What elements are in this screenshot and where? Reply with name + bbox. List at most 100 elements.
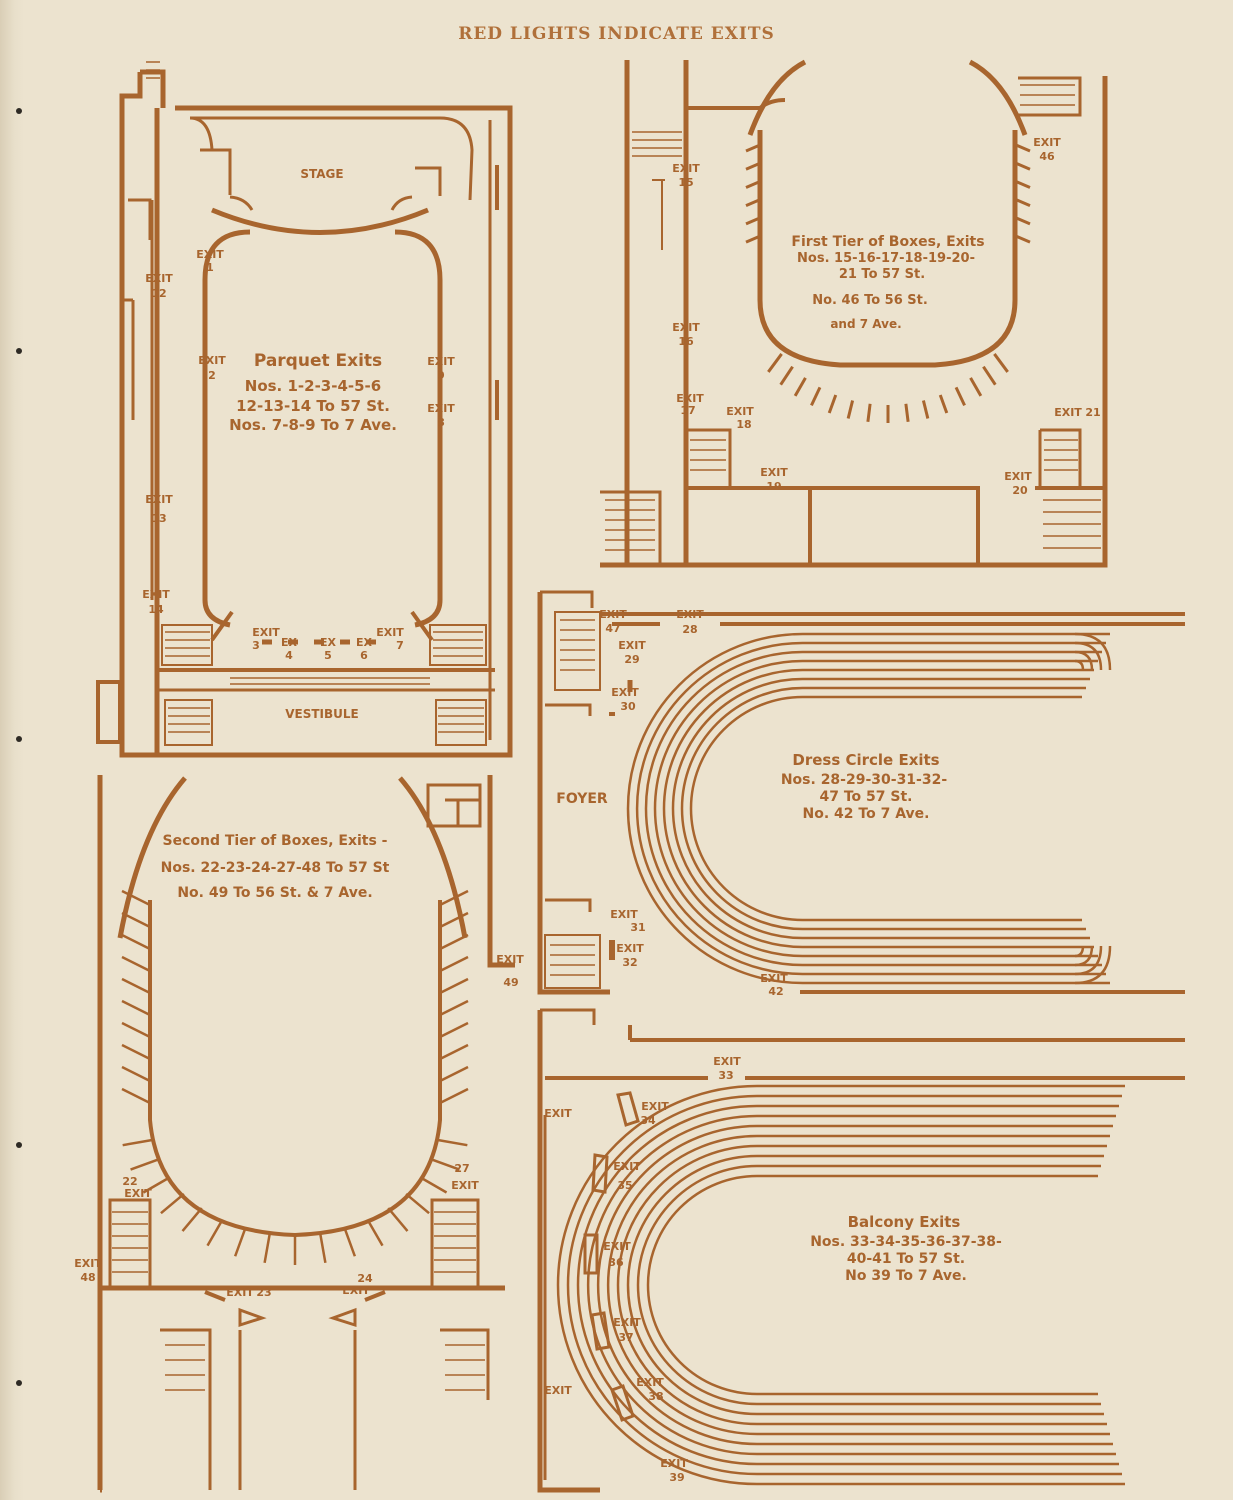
exit-number: 28 [682,623,697,636]
exit-label: EXIT [544,1384,572,1397]
first-tier-stair-hatching [605,84,1101,551]
parquet-vestibule-label: VESTIBULE [285,707,359,721]
seating-row [646,1174,1098,1396]
seating-row [680,686,1086,931]
exit-number: 42 [768,985,783,998]
exit-number: 49 [503,976,518,989]
box-partition [745,234,761,244]
box-partition [439,977,469,995]
exit-number: 32 [622,956,637,969]
exit-label: EXIT [613,1160,641,1173]
first-tier-exits-line3: No. 46 To 56 St. [812,293,928,308]
exit-number: 46 [1039,150,1055,163]
exit-number: 6 [360,649,368,662]
box-partition [430,1158,460,1171]
exit-number: 2 [208,369,216,382]
first-tier-exits-line2: 21 To 57 St. [839,267,925,282]
parquet-plan [96,69,513,758]
exit-label: EX [281,636,298,649]
exit-label: EXIT [676,608,704,621]
exit-number: 39 [669,1471,684,1484]
binding-hole [16,1380,22,1386]
exit-label: EXIT [198,354,226,367]
foyer-label: FOYER [556,791,608,807]
dress-circle-exits-line1: Nos. 28-29-30-31-32- [781,772,948,788]
exit-number: 37 [618,1331,633,1344]
dress-circle-stair-hatching [550,619,595,976]
exit-number: 9 [437,369,445,382]
seating-row [596,1124,1113,1446]
exit-number: 38 [648,1390,663,1403]
exit-number: 35 [617,1179,632,1192]
exit-label: EXIT [252,626,280,639]
seating-row [626,632,1110,985]
first-tier-box-partitions [745,143,1031,423]
exit-number: 29 [624,653,639,666]
exit-label: EXIT [142,588,170,601]
box-partition [387,1207,409,1232]
box-partition [121,955,151,973]
box-partition [439,933,469,951]
page-header: RED LIGHTS INDICATE EXITS [458,24,775,44]
box-partition [810,386,822,407]
exit-number: 3 [252,639,260,652]
exit-number: 33 [718,1069,733,1082]
box-partition [1015,234,1031,244]
dress-circle-exits-line2: 47 To 57 St. [820,789,913,805]
second-tier-exits-line2: No. 49 To 56 St. & 7 Ave. [177,885,372,901]
box-partition [1015,180,1031,189]
exit-label: EX [356,636,373,649]
box-partition [745,216,761,226]
box-partition [121,1065,151,1083]
box-partition [793,377,807,397]
exit-number: 5 [324,649,332,662]
exit-label: EXIT [610,908,638,921]
seating-row [606,1134,1110,1436]
seating-row-end [1074,632,1112,671]
box-partition [439,1065,469,1083]
exit-number: 15 [678,176,693,189]
exit-number: 34 [640,1114,656,1127]
seating-row [626,1154,1104,1416]
seating-row [616,1144,1107,1426]
exit-label: EXIT [636,1376,664,1389]
seating-row-end [1074,945,1085,958]
seating-row [566,1094,1122,1476]
balcony-exits-line3: No 39 To 7 Ave. [845,1268,967,1284]
parquet-exits-line2: 12-13-14 To 57 St. [236,397,390,415]
box-partition [1015,216,1031,226]
exit-label: EXIT [1054,406,1082,419]
exit-number: 24 [357,1272,373,1285]
seating-row-end [1074,945,1094,967]
box-partition [745,198,761,208]
binding-hole [16,348,22,354]
box-partition [439,889,469,907]
exit-label: EXIT [676,392,704,405]
exit-number: 36 [608,1256,624,1269]
balcony-vomitories [583,1091,640,1422]
exit-label: EXIT [124,1187,152,1200]
exit-label: EXIT [616,942,644,955]
exit-label: EXIT [226,1286,254,1299]
seating-row [636,1164,1101,1406]
exit-label: EXIT [376,626,404,639]
box-partition [1015,161,1031,171]
exit-label: EXIT [1033,136,1061,149]
second-tier-plan [97,775,515,1493]
exit-label: EXIT [496,953,524,966]
box-partition [121,999,151,1017]
box-partition [437,1138,468,1147]
box-partition [439,911,469,929]
box-partition [121,911,151,929]
box-partition [122,1138,153,1147]
exit-number: 7 [396,639,404,652]
box-partition [745,161,761,171]
exit-number: 48 [80,1271,95,1284]
box-partition [904,403,910,423]
exit-label: EXIT [145,272,173,285]
exit-label: EXIT [1004,470,1032,483]
box-partition [121,1043,151,1061]
parquet-exits-line3: Nos. 7-8-9 To 7 Ave. [229,416,397,434]
exit-number: 47 [605,622,620,635]
